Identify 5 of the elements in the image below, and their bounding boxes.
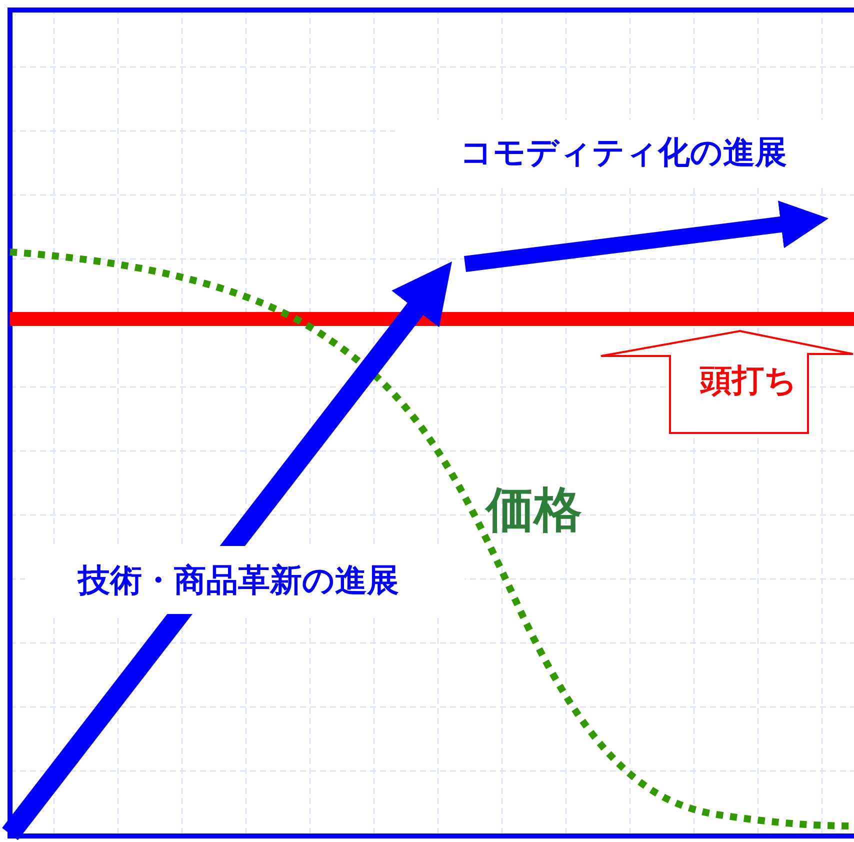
callout-text: 頭打ち xyxy=(700,364,797,396)
trend-label: 技術・商品革新の進展 xyxy=(78,561,399,599)
up-arrow-callout xyxy=(600,328,854,436)
curve-label: 価格 xyxy=(486,482,582,538)
trend-label: コモディティ化の進展 xyxy=(460,133,787,171)
